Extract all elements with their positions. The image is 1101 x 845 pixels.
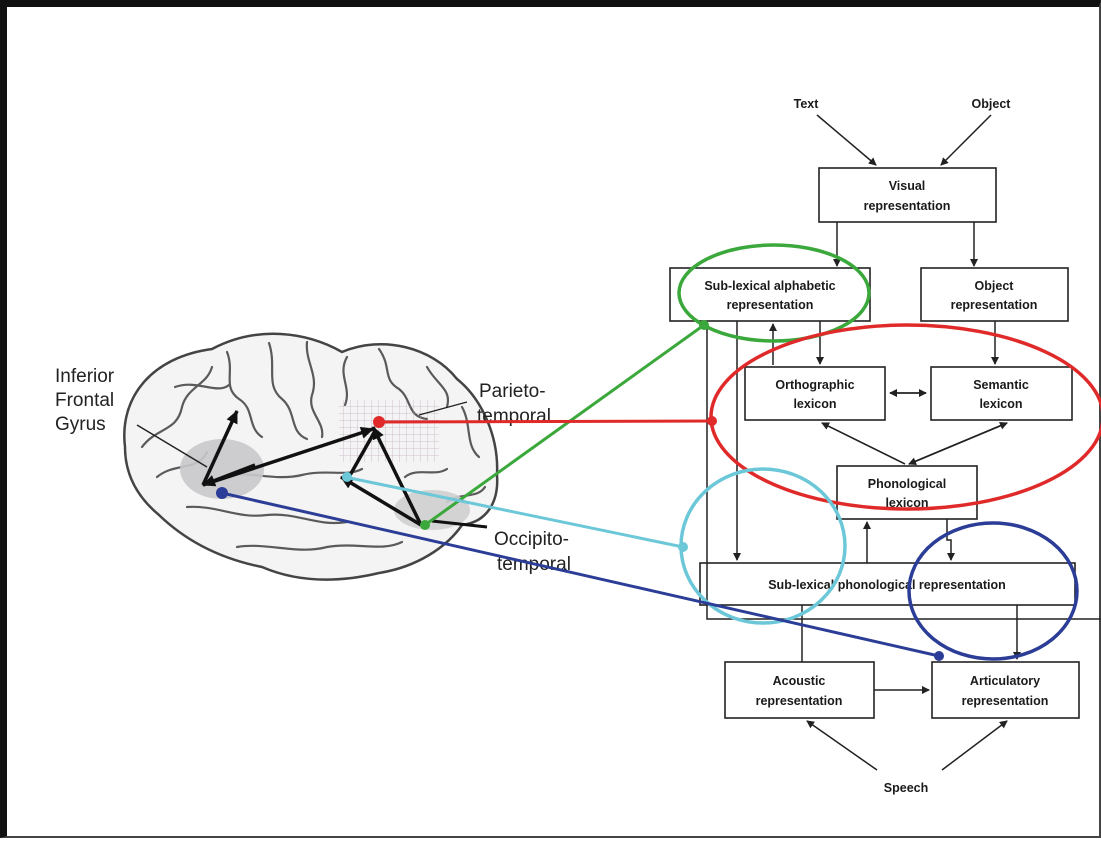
overlay-cyan (342, 467, 847, 625)
overlay-red (373, 323, 1101, 511)
box-phonological-lexicon: Phonological lexicon (836, 465, 978, 520)
model-diagram: Text Object Visual representation Sub-le… (669, 97, 1101, 795)
box-articulatory-representation: Articulatory representation (931, 661, 1080, 719)
svg-text:representation: representation (864, 199, 951, 213)
box-object-representation: Object representation (920, 267, 1069, 322)
box-semantic-lexicon: Semantic lexicon (930, 366, 1073, 421)
overlay-green (420, 243, 871, 530)
red-link (378, 419, 713, 424)
svg-text:Sub-lexical alphabetic: Sub-lexical alphabetic (704, 279, 835, 293)
input-text: Text (794, 97, 820, 111)
svg-text:Acoustic: Acoustic (773, 674, 826, 688)
svg-text:Visual: Visual (889, 179, 926, 193)
brain-illustration (123, 332, 499, 581)
svg-text:Sub-lexical phonological repre: Sub-lexical phonological representation (768, 578, 1006, 592)
box-sublexical-phonological: Sub-lexical phonological representation (699, 562, 1076, 606)
parieto-region (339, 400, 439, 462)
blue-link (221, 491, 940, 658)
svg-text:representation: representation (951, 298, 1038, 312)
svg-text:Phonological: Phonological (868, 477, 946, 491)
svg-text:Articulatory: Articulatory (970, 674, 1040, 688)
box-visual: Visual representation (818, 167, 997, 223)
box-acoustic-representation: Acoustic representation (724, 661, 875, 719)
label-occipito-temporal: Occipito- temporal (494, 529, 574, 575)
green-circle (677, 243, 871, 343)
parieto-pointer (418, 401, 468, 416)
svg-text:Orthographic: Orthographic (775, 378, 854, 392)
ifg-region (180, 439, 264, 499)
svg-text:representation: representation (962, 694, 1049, 708)
input-object: Object (972, 97, 1012, 111)
svg-text:lexicon: lexicon (885, 496, 928, 510)
brain-network-arrows (201, 410, 488, 529)
blue-circle (907, 521, 1079, 661)
label-ifg: Inferior Frontal Gyrus (55, 366, 119, 435)
figure-canvas: Inferior Frontal Gyrus Parieto- temporal… (55, 97, 1101, 795)
green-link (424, 323, 705, 527)
svg-text:representation: representation (727, 298, 814, 312)
svg-text:representation: representation (756, 694, 843, 708)
overlay-blue (216, 487, 1079, 661)
svg-text:Semantic: Semantic (973, 378, 1029, 392)
box-sublexical-alphabetic: Sub-lexical alphabetic representation (669, 267, 871, 322)
svg-text:Object: Object (975, 279, 1015, 293)
cyan-link (344, 475, 684, 549)
svg-text:lexicon: lexicon (979, 397, 1022, 411)
output-speech: Speech (884, 781, 928, 795)
svg-text:lexicon: lexicon (793, 397, 836, 411)
box-orthographic-lexicon: Orthographic lexicon (744, 366, 886, 421)
ifg-pointer (136, 424, 208, 468)
